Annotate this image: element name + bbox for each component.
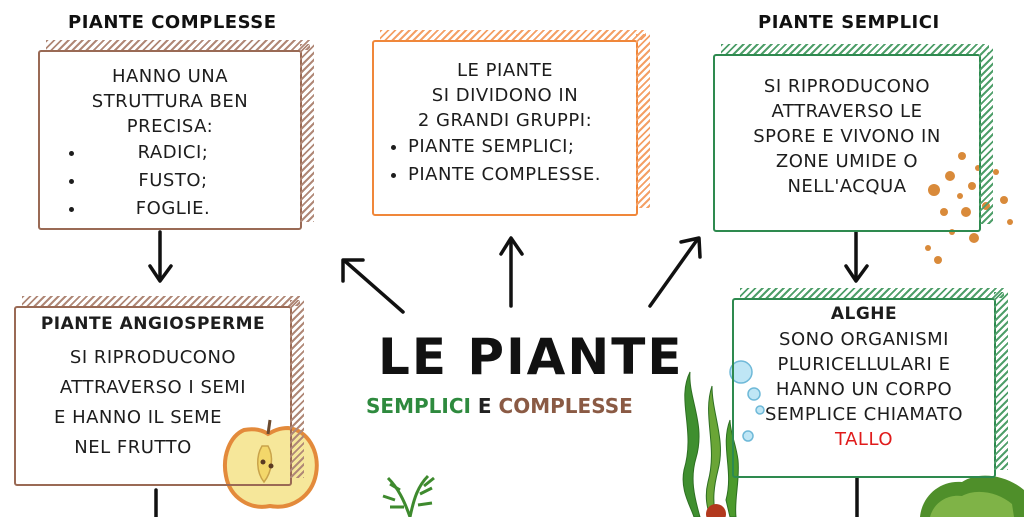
angio-line: ATTRAVERSO I SEMI [59, 377, 247, 398]
heading-piante-complesse: PIANTE COMPLESSE [68, 12, 277, 33]
subtitle-conj: E [477, 394, 492, 418]
moss-icon [920, 475, 1024, 517]
box-piante-semplici: SI RIPRODUCONO ATTRAVERSO LE SPORE E VIV… [713, 44, 993, 232]
list-item: PIANTE COMPLESSE. [408, 161, 636, 189]
angio-line: NEL FRUTTO [74, 437, 192, 458]
list-item: FUSTO; [86, 167, 260, 195]
box-le-piante-intro: LE PIANTE SI DIVIDONO IN 2 GRANDI GRUPPI… [372, 30, 650, 216]
bubbles-icon [729, 360, 765, 442]
main-title: LE PIANTE [378, 328, 684, 386]
arrow-simple-to-alghe [844, 230, 869, 283]
center-intro-line: 2 GRANDI GRUPPI: [417, 110, 593, 131]
subtitle: SEMPLICI E COMPLESSE [366, 394, 633, 418]
alghe-line: HANNO UN CORPO [775, 379, 953, 400]
arrow-title-to-complex [341, 258, 405, 314]
complex-parts-list: RADICI; FUSTO; FOGLIE. [62, 139, 260, 223]
angio-line: E HANNO IL SEME [53, 407, 223, 428]
angio-line: SI RIPRODUCONO [69, 347, 237, 368]
simple-line: ZONE UMIDE O [775, 151, 919, 172]
angio-title: PIANTE ANGIOSPERME [40, 314, 266, 334]
center-intro-line: SI DIVIDONO IN [431, 85, 579, 106]
alghe-line: SONO ORGANISMI [779, 329, 949, 350]
simple-line: NELL'ACQUA [787, 176, 907, 197]
simple-line: SI RIPRODUCONO [763, 76, 931, 97]
fern-icon [382, 474, 435, 517]
complex-intro-line: PRECISA: [126, 116, 214, 137]
spores-icon [925, 152, 1013, 264]
subtitle-semplici: SEMPLICI [366, 394, 471, 418]
arrow-complex-to-angio [148, 230, 173, 283]
complex-intro-line: STRUTTURA BEN [91, 91, 249, 112]
alghe-line: PLURICELLULARI E [777, 354, 951, 375]
alghe-line: SEMPLICE CHIAMATO [764, 404, 964, 425]
list-item: RADICI; [86, 139, 260, 167]
simple-line: ATTRAVERSO LE [771, 101, 923, 122]
alghe-highlight: TALLO [835, 429, 893, 450]
alghe-title: ALGHE [830, 304, 898, 324]
list-item: FOGLIE. [86, 195, 260, 223]
arrow-title-to-simple [648, 236, 702, 308]
arrow-title-to-center [499, 236, 524, 308]
subtitle-complesse: COMPLESSE [498, 394, 633, 418]
complex-intro-line: HANNO UNA [111, 66, 229, 87]
box-piante-angiosperme: PIANTE ANGIOSPERME SI RIPRODUCONO ATTRAV… [14, 296, 304, 486]
box-alghe: ALGHE SONO ORGANISMI PLURICELLULARI E HA… [732, 288, 1008, 478]
list-item: PIANTE SEMPLICI; [408, 133, 636, 161]
box-piante-complesse: HANNO UNA STRUTTURA BEN PRECISA: RADICI;… [38, 40, 314, 230]
groups-list: PIANTE SEMPLICI; PIANTE COMPLESSE. [384, 133, 636, 189]
seaweed-icon [682, 371, 739, 517]
simple-line: SPORE E VIVONO IN [753, 126, 941, 147]
heading-piante-semplici: PIANTE SEMPLICI [758, 12, 940, 33]
center-intro-line: LE PIANTE [457, 60, 553, 81]
